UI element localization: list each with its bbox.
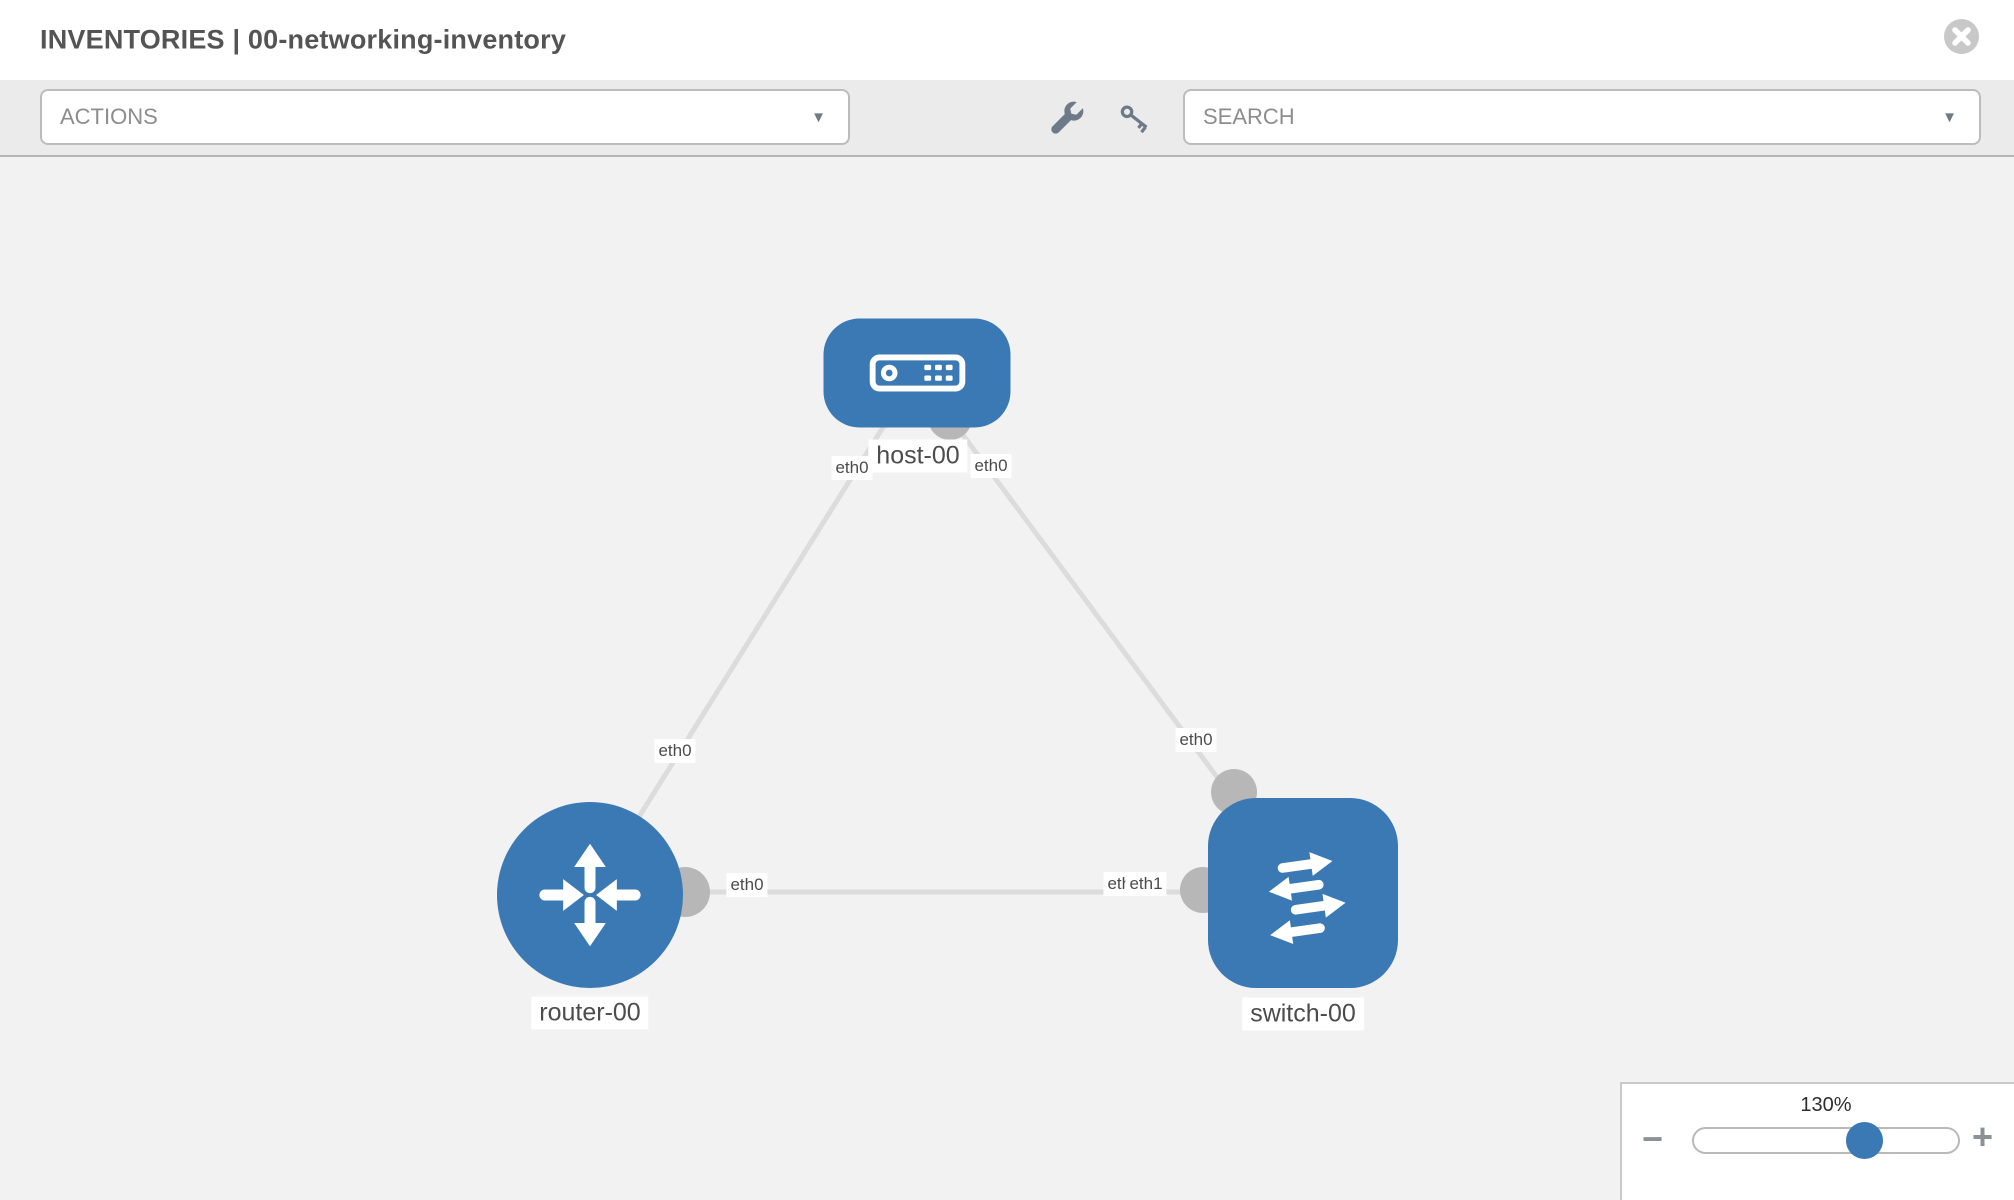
- interface-label: eth0: [1175, 728, 1217, 752]
- toolbar: ACTIONS ▼ SEARCH ▼: [0, 80, 2014, 157]
- zoom-level-label: 130%: [1800, 1094, 1852, 1116]
- node-switch-00[interactable]: [1208, 798, 1398, 988]
- edge-layer: [587, 371, 1306, 917]
- interface-label: eth0: [654, 739, 696, 763]
- topology-canvas[interactable]: 130% − + host-00 router-00 switch-00 eth0 et…: [0, 157, 2014, 1200]
- chevron-down-icon: ▼: [811, 108, 826, 126]
- wrench-icon: [1051, 101, 1084, 134]
- close-icon: [1944, 19, 1979, 54]
- zoom-slider-handle[interactable]: [1846, 1122, 1884, 1159]
- search-dropdown[interactable]: SEARCH ▼: [1183, 89, 1981, 145]
- page-title: INVENTORIES | 00-networking-inventory: [40, 24, 567, 55]
- search-dropdown-label: SEARCH: [1203, 104, 1295, 129]
- zoom-panel: 130% − +: [1620, 1082, 2014, 1200]
- wrench-button[interactable]: [1049, 100, 1085, 136]
- node-label-host-00: host-00: [868, 439, 968, 473]
- close-button[interactable]: [1943, 18, 1980, 55]
- node-label-router-00: router-00: [531, 996, 649, 1030]
- node-label-switch-00: switch-00: [1242, 997, 1364, 1031]
- interface-label: eth0: [970, 454, 1012, 478]
- header: INVENTORIES | 00-networking-inventory: [0, 0, 2014, 80]
- key-button[interactable]: [1117, 100, 1153, 136]
- interface-label: eth1: [1125, 872, 1167, 896]
- interface-label: eth0: [831, 456, 873, 480]
- node-host-00[interactable]: [823, 318, 1011, 428]
- actions-dropdown[interactable]: ACTIONS ▼: [40, 89, 850, 145]
- actions-dropdown-label: ACTIONS: [60, 104, 158, 129]
- router-icon: [529, 834, 651, 956]
- interface-label: eth0: [726, 873, 768, 897]
- switch-icon: [1243, 833, 1363, 953]
- node-router-00[interactable]: [497, 802, 683, 988]
- chevron-down-icon: ▼: [1942, 108, 1957, 126]
- key-icon: [1120, 105, 1148, 133]
- zoom-out-button[interactable]: −: [1642, 1118, 1664, 1159]
- zoom-in-button[interactable]: +: [1972, 1116, 1994, 1157]
- host-icon: [868, 354, 966, 393]
- zoom-slider-track[interactable]: [1692, 1122, 1960, 1159]
